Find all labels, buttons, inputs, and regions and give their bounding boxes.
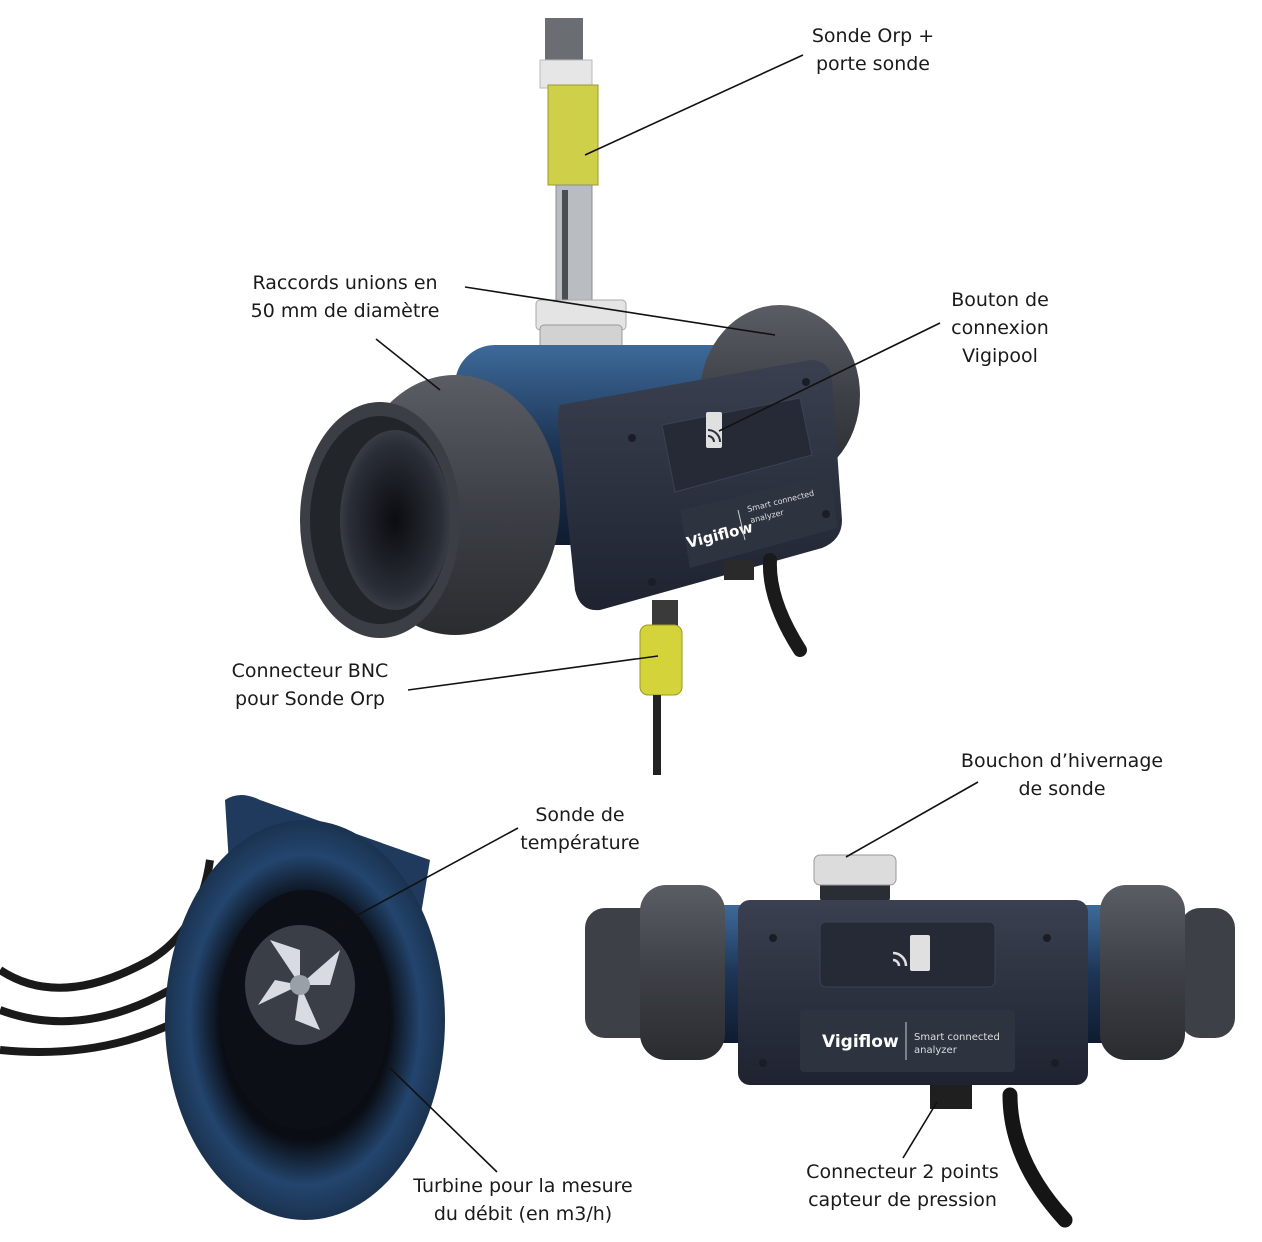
leader-bouchon [845, 781, 979, 858]
brand-logo-front: Vigiflow [822, 1032, 899, 1052]
label-connecteur-2pts: Connecteur 2 points capteur de pression [806, 1161, 999, 1211]
leader-bouton [718, 322, 941, 432]
bnc-connector [639, 600, 683, 775]
label-raccords: Raccords unions en 50 mm de diamètre [250, 272, 440, 322]
tagline-front-1: Smart connected [914, 1032, 1000, 1043]
winter-cap [813, 854, 897, 902]
front-device-view: Vigiflow Smart connected analyzer [585, 854, 1235, 1228]
leader-turbine [389, 1067, 498, 1173]
turbine-view [0, 795, 445, 1220]
label-sonde-orp: Sonde Orp + porte sonde [811, 25, 935, 75]
label-turbine: Turbine pour la mesure du débit (en m3/h… [413, 1175, 633, 1225]
label-bouchon: Bouchon d’hivernage de sonde [960, 750, 1164, 800]
label-sonde-temp: Sonde de température [520, 804, 640, 854]
pressure-connector [930, 1085, 972, 1109]
turbine-rotor [245, 925, 355, 1045]
leader-sonde-orp [584, 54, 804, 156]
label-connecteur-bnc: Connecteur BNC pour Sonde Orp [231, 660, 389, 710]
leader-raccords-2 [375, 338, 441, 391]
power-cable-front [1002, 1087, 1073, 1228]
leader-sonde-temp [329, 827, 519, 931]
tagline-front-2: analyzer [914, 1045, 958, 1056]
union-left [300, 375, 560, 638]
label-bouton: Bouton de connexion Vigipool [951, 289, 1049, 367]
main-device-view: Vigiflow Smart connected analyzer [300, 18, 860, 775]
vigiflow-housing: Vigiflow Smart connected analyzer [558, 360, 842, 611]
power-cable [762, 553, 807, 657]
leader-lines [329, 54, 979, 1173]
leader-bnc [407, 655, 659, 691]
wifi-button-icon-front[interactable] [892, 935, 930, 971]
leader-connecteur-2pts [902, 1101, 938, 1159]
orp-probe [535, 18, 627, 356]
leader-raccords-1 [464, 286, 776, 336]
wifi-button-icon[interactable] [706, 412, 722, 448]
